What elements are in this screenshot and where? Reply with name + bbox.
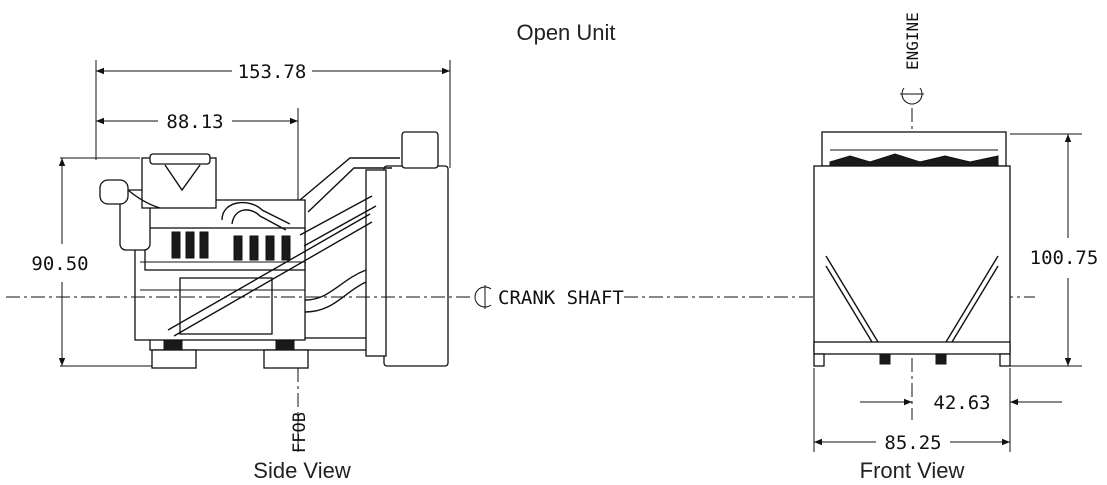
dimension-height-side: 90.50 [31, 158, 89, 366]
dimension-half-width-value: 42.63 [933, 392, 990, 414]
dimension-height-side-value: 90.50 [31, 253, 88, 275]
engine-side-drawing [99, 131, 449, 369]
dimension-height-front: 100.75 [1030, 134, 1099, 366]
ffob-label: FFOB [290, 412, 310, 453]
engine-label: ENGINE [903, 12, 922, 70]
dimension-overall-length-value: 153.78 [238, 61, 307, 83]
side-view-caption: Side View [253, 458, 351, 483]
side-view: 153.78 88.13 90.50 FFOB [6, 60, 1035, 483]
centerline-icon [900, 87, 924, 105]
dimension-overall-length: 153.78 [96, 61, 450, 83]
page-title: Open Unit [516, 20, 615, 45]
dimension-to-ffob: 88.13 [96, 111, 298, 133]
dimension-width: 85.25 [814, 432, 1010, 454]
centerline-icon [474, 285, 492, 309]
dimension-width-value: 85.25 [884, 432, 941, 454]
engine-front-drawing [813, 131, 1011, 367]
front-view-caption: Front View [860, 458, 965, 483]
dimension-to-ffob-value: 88.13 [166, 111, 223, 133]
dimension-half-width: 42.63 [860, 392, 1062, 414]
front-view: ENGINE [813, 12, 1099, 483]
dimension-height-front-value: 100.75 [1030, 247, 1099, 269]
crank-shaft-label: CRANK SHAFT [498, 287, 624, 309]
